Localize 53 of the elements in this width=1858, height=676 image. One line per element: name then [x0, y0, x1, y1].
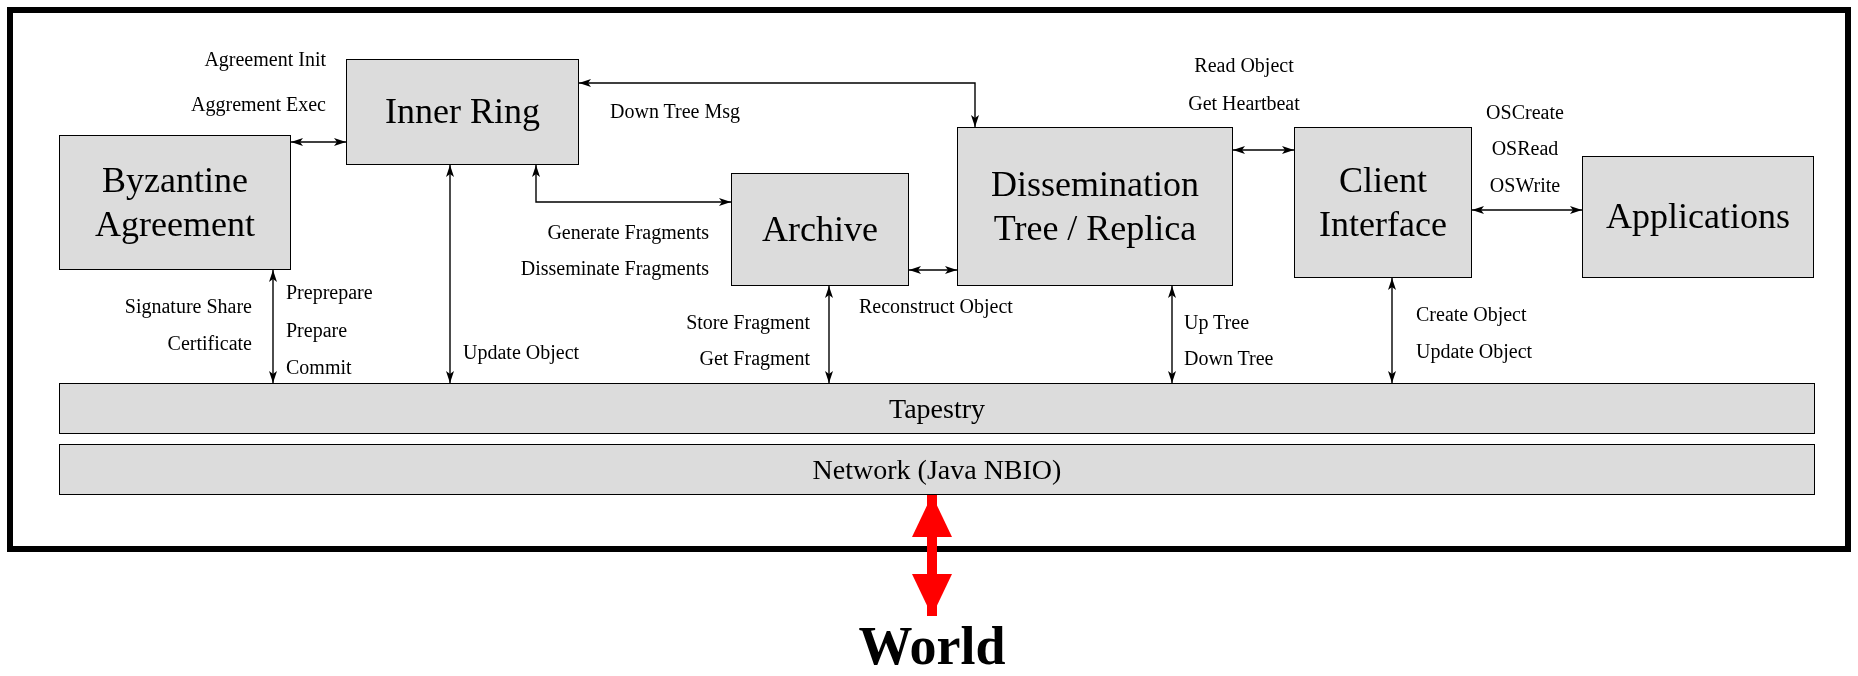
connector-arrow	[290, 138, 347, 146]
endpoint-label: World	[858, 614, 1006, 676]
connector-arrow	[908, 266, 958, 274]
layer-title: Tapestry	[889, 391, 985, 426]
component-box	[346, 59, 579, 165]
message-label: Update Object	[1416, 341, 1533, 361]
message-label: Signature Share	[124, 296, 252, 316]
message-label: Get Heartbeat	[1188, 93, 1300, 113]
message-label: Agreement Init	[204, 49, 326, 69]
component-box	[59, 135, 291, 270]
component-title: Archive	[762, 207, 878, 251]
message-label: Prepare	[286, 320, 348, 340]
connector-arrow	[578, 79, 979, 128]
component-box	[731, 173, 909, 286]
message-label: OSRead	[1491, 138, 1559, 158]
component-box	[1294, 127, 1472, 278]
message-label: Certificate	[167, 333, 252, 353]
message-label: Create Object	[1416, 304, 1527, 324]
message-label: Down Tree	[1184, 348, 1274, 368]
connector-arrow	[1388, 277, 1396, 384]
connector-arrow	[446, 164, 454, 384]
connector-arrow	[269, 269, 277, 384]
component-title: Applications	[1606, 195, 1790, 239]
component-title: Dissemination Tree / Replica	[990, 163, 1200, 250]
message-label: Store Fragment	[686, 312, 810, 332]
message-label: Preprepare	[286, 282, 373, 302]
message-label: OSWrite	[1489, 175, 1561, 195]
message-label: Update Object	[463, 342, 580, 362]
message-label: Aggrement Exec	[191, 94, 326, 114]
connector-arrow	[1168, 285, 1176, 384]
message-label: OSCreate	[1486, 102, 1564, 122]
message-label: Disseminate Fragments	[520, 258, 709, 278]
connector-arrow	[532, 164, 732, 206]
connector-arrow	[825, 285, 833, 384]
message-label: Reconstruct Object	[859, 296, 1013, 316]
connector-arrow	[1232, 146, 1295, 154]
double-arrow	[912, 495, 952, 616]
layer-bar	[59, 383, 1815, 434]
component-box	[957, 127, 1233, 286]
connector-arrow	[1471, 206, 1583, 214]
message-label: Generate Fragments	[547, 222, 709, 242]
component-box	[1582, 156, 1814, 278]
layer-bar	[59, 444, 1815, 495]
frame-border	[7, 7, 1851, 552]
message-label: Up Tree	[1184, 312, 1249, 332]
component-title: Client Interface	[1318, 159, 1448, 246]
message-label: Down Tree Msg	[610, 101, 741, 121]
message-label: Read Object	[1194, 55, 1294, 75]
layer-title: Network (Java NBIO)	[812, 452, 1062, 487]
component-title: Inner Ring	[385, 90, 540, 134]
message-label: Commit	[286, 357, 352, 377]
component-title: Byzantine Agreement	[94, 159, 256, 246]
message-label: Get Fragment	[699, 348, 810, 368]
